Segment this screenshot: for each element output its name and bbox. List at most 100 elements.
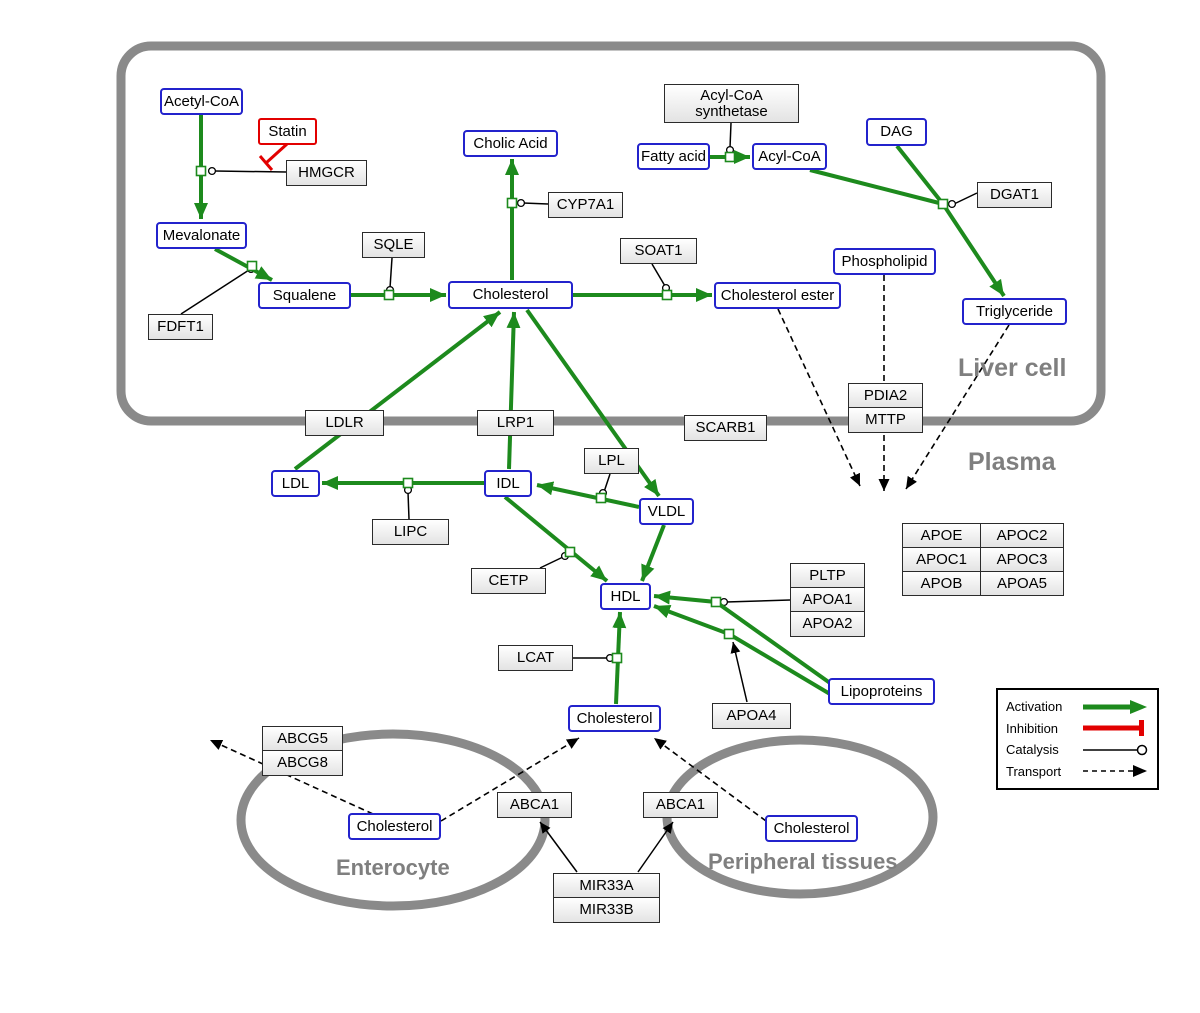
edge-mir33-abca1-left [539,821,578,873]
node-soat1[interactable]: SOAT1 [620,238,697,264]
legend-activation-label: Activation [1006,699,1063,714]
reaction-anchor [383,289,395,301]
edge-catalysis-cyp7a1 [522,202,549,205]
node-cholic-acid[interactable]: Cholic Acid [463,130,558,157]
edge-catalysis-hmgcr [214,170,287,173]
edge-statin-inhibition [264,142,289,165]
node-phospholipid[interactable]: Phospholipid [833,248,936,275]
node-lcat[interactable]: LCAT [498,645,573,671]
acyl-coa-synthetase-line2: synthetase [695,102,768,120]
node-cholesterol-enterocyte[interactable]: Cholesterol [348,813,441,840]
node-mttp[interactable]: MTTP [848,407,923,433]
peripheral-tissues-label: Peripheral tissues [708,849,898,874]
node-abca1-right[interactable]: ABCA1 [643,792,718,818]
edge-catalysis-lpl [603,473,611,493]
node-apoc2[interactable]: APOC2 [980,523,1064,548]
node-cholesterol-ester[interactable]: Cholesterol ester [714,282,841,309]
edge-catalysis-pltp-stack [725,599,791,603]
edge-catalysis-acylcoa-synthetase [729,122,732,149]
edge-vldl-hdl [640,524,666,582]
catalysis-circle [207,166,217,176]
edge-catalysis-fdft1 [180,269,250,315]
node-apoc3[interactable]: APOC3 [980,547,1064,572]
enterocyte-label: Enterocyte [336,855,450,880]
activation-arrow-icon [1083,699,1147,714]
plasma-label: Plasma [968,448,1056,476]
node-apob[interactable]: APOB [902,571,981,596]
node-lpl[interactable]: LPL [584,448,639,474]
node-apoa5[interactable]: APOA5 [980,571,1064,596]
node-apoa4[interactable]: APOA4 [712,703,791,729]
transport-edges [209,275,1010,822]
node-apoe[interactable]: APOE [902,523,981,548]
legend-inhibition-label: Inhibition [1006,720,1059,736]
node-cholesterol-plasma[interactable]: Cholesterol [568,705,661,732]
node-cyp7a1[interactable]: CYP7A1 [548,192,623,218]
node-lrp1[interactable]: LRP1 [477,410,554,436]
node-cholesterol-liver[interactable]: Cholesterol [448,281,573,309]
node-idl[interactable]: IDL [484,470,532,497]
transport-arrow-icon [1083,765,1147,778]
node-pdia2[interactable]: PDIA2 [848,383,923,408]
node-lipc[interactable]: LIPC [372,519,449,545]
node-ldl[interactable]: LDL [271,470,320,497]
edge-junction-triglyceride [941,202,1006,298]
node-statin[interactable]: Statin [258,118,317,145]
node-mevalonate[interactable]: Mevalonate [156,222,247,249]
edge-transport-enterocyte-cholesterol-plasma [440,737,580,822]
node-acetyl-coa[interactable]: Acetyl-CoA [160,88,243,115]
edge-mevalonate-squalene [214,247,273,282]
node-abca1-left[interactable]: ABCA1 [497,792,572,818]
legend-catalysis-label: Catalysis [1006,742,1059,758]
node-abcg5[interactable]: ABCG5 [262,726,343,751]
reaction-anchor [611,652,623,664]
node-dgat1[interactable]: DGAT1 [977,182,1052,208]
edge-transport-triglyceride-plasma [905,324,1010,490]
node-vldl[interactable]: VLDL [639,498,694,525]
node-pltp[interactable]: PLTP [790,563,865,588]
node-hmgcr[interactable]: HMGCR [286,160,367,186]
node-scarb1[interactable]: SCARB1 [684,415,767,441]
node-cholesterol-peripheral[interactable]: Cholesterol [765,815,858,842]
edge-catalysis-lipc [407,491,410,520]
node-mir33a[interactable]: MIR33A [553,873,660,898]
reaction-anchor [661,289,673,301]
liver-cell-label: Liver cell [958,354,1067,382]
catalysis-circle [516,198,526,208]
edge-vldl-idl [536,481,640,509]
node-mir33b[interactable]: MIR33B [553,897,660,923]
reaction-anchor [937,198,949,210]
node-cetp[interactable]: CETP [471,568,546,594]
edge-ldl-cholesterol-via-ldlr [293,310,502,471]
legend-row-transport: Transport [1006,761,1149,782]
catalysis-circle-icon [1083,744,1148,756]
legend-transport-label: Transport [1006,763,1062,779]
node-acyl-coa-synthetase[interactable]: Acyl-CoA synthetase [664,84,799,123]
reaction-anchor [595,492,607,504]
node-hdl[interactable]: HDL [600,583,651,610]
node-dag[interactable]: DAG [866,118,927,146]
node-abcg8[interactable]: ABCG8 [262,750,343,776]
node-fdft1[interactable]: FDFT1 [148,314,213,340]
node-fatty-acid[interactable]: Fatty acid [637,143,710,170]
node-apoa1[interactable]: APOA1 [790,587,865,612]
node-sqle[interactable]: SQLE [362,232,425,258]
edge-idl-cholesterol-via-lrp1 [506,311,521,470]
inhibition-bar-icon [1083,720,1144,737]
node-ldlr[interactable]: LDLR [305,410,384,436]
membranes [116,41,1106,911]
catalysis-circle [947,199,957,209]
node-apoa2[interactable]: APOA2 [790,611,865,637]
reaction-anchor [564,546,576,558]
node-triglyceride[interactable]: Triglyceride [962,298,1067,325]
reaction-anchor [402,477,414,489]
node-apoc1[interactable]: APOC1 [902,547,981,572]
node-squalene[interactable]: Squalene [258,282,351,309]
node-acyl-coa2[interactable]: Acyl-CoA [752,143,827,170]
legend-row-inhibition: Inhibition [1006,718,1149,739]
reaction-anchor [195,165,207,177]
node-lipoproteins[interactable]: Lipoproteins [828,678,935,705]
catalysis-edges [180,122,978,873]
legend-row-activation: Activation [1006,696,1149,717]
